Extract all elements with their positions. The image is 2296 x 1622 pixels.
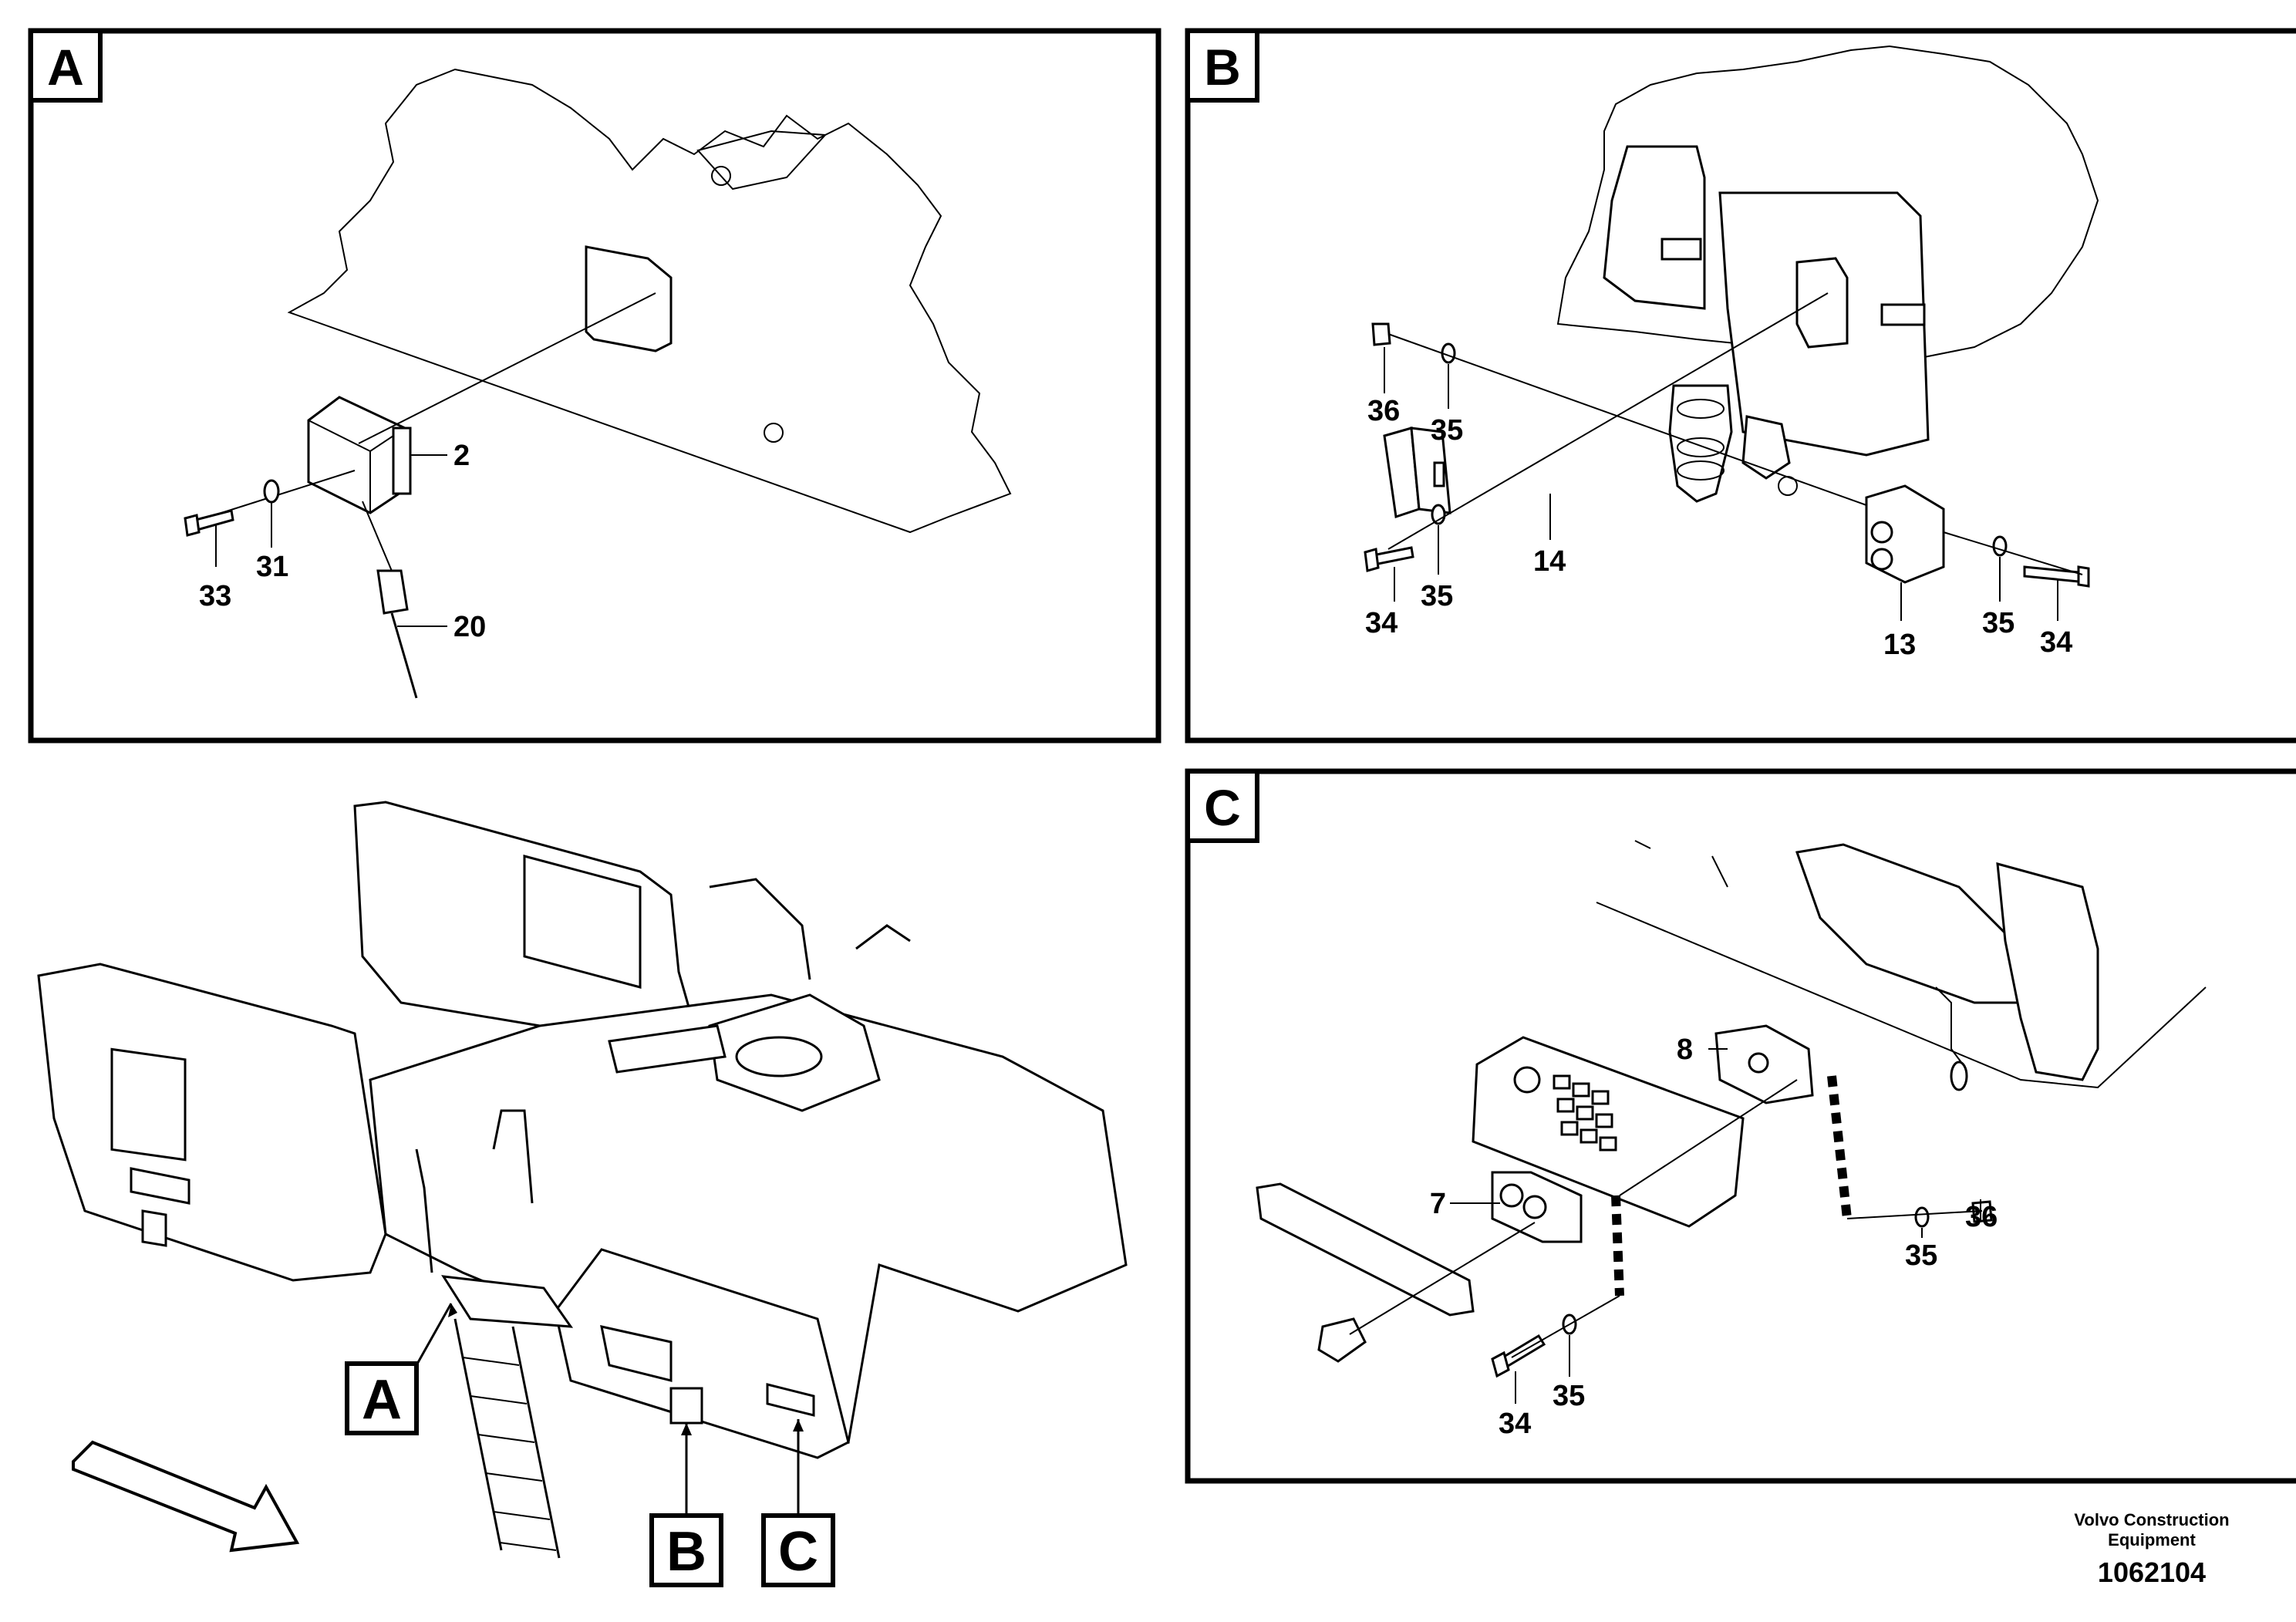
direction-arrow: [72, 1440, 300, 1553]
panel-c-tag-box: [1185, 769, 1259, 843]
panel-b-fitting: [1741, 415, 1791, 480]
overview-access-panel: [608, 1024, 727, 1074]
panel-b-door-left: [1603, 145, 1706, 310]
overview-tag-box-b: [649, 1513, 723, 1587]
callout-8: 8: [1677, 1034, 1693, 1066]
overview-switch-panel: [766, 1383, 815, 1417]
callout-35-a: 35: [1431, 414, 1463, 447]
panel-a-mounting-plate: [585, 245, 673, 352]
callout-34-b: 34: [2040, 626, 2072, 659]
part-36-nut: [1371, 322, 1391, 346]
callout-36-c: 36: [1965, 1201, 1998, 1233]
part-35-washer-c1: [1914, 1206, 1930, 1228]
callout-20: 20: [453, 611, 486, 643]
panel-c-cover-plate: [1256, 1182, 1475, 1317]
panel-b-tag-box: [1185, 29, 1259, 103]
callout-31: 31: [256, 551, 288, 583]
footer-organization: Volvo Construction Equipment: [2074, 1510, 2230, 1549]
overview-rear-switch-panel: [130, 1167, 190, 1205]
overview-tag-a: A: [362, 1369, 402, 1431]
panel-a-surface: [287, 68, 1012, 534]
overview-tag-c: C: [778, 1521, 818, 1583]
panel-c-knob: [1317, 1317, 1367, 1363]
callout-35-b: 35: [1421, 580, 1453, 612]
callout-35-c: 35: [1982, 607, 2014, 639]
panel-c-lanyard: [1935, 986, 1964, 1065]
panel-a-assembly-line-3: [362, 501, 394, 575]
overview-connector: [669, 1387, 703, 1425]
callout-13: 13: [1883, 629, 1916, 661]
panel-a-tag: A: [47, 39, 84, 96]
panel-b-assembly-line-2: [1387, 292, 1829, 550]
panel-a-tag-box: [29, 29, 103, 103]
panel-b-assembly-line-3: [1943, 531, 2083, 575]
part-20-connector: [376, 569, 409, 615]
detail-panel-b: B: [1185, 28, 2296, 744]
overview-leader-a: [415, 1303, 453, 1366]
overview-ladder-handles: [415, 1109, 534, 1273]
panel-b-assembly-line-1: [1387, 333, 1867, 506]
callout-14: 14: [1533, 545, 1566, 578]
part-31-washer: [263, 479, 280, 504]
panel-b-bracket: [1795, 257, 1849, 349]
overview-tag-box-c: [761, 1513, 835, 1587]
panel-b-hose-assembly: [1668, 384, 1733, 503]
overview-fill-cap: [735, 1036, 823, 1077]
callout-7: 7: [1430, 1188, 1446, 1220]
callout-33: 33: [199, 580, 231, 612]
panel-c-control-panel: [1472, 1036, 1745, 1228]
part-20-cable: [390, 612, 418, 699]
overview-side-cover: [600, 1325, 673, 1382]
part-35-washer-c: [1992, 535, 2008, 557]
machine-overview: A B C: [37, 801, 1128, 1587]
panel-a-frame: [28, 28, 1161, 744]
overview-back-opening: [523, 855, 642, 989]
callout-2: 2: [453, 440, 470, 472]
overview-rear-window: [110, 1047, 187, 1162]
panel-a-bracket-hole: [711, 166, 731, 186]
footer-document-number: 1062104: [2097, 1556, 2207, 1588]
panel-c-background-lines: [1596, 840, 2207, 1089]
panel-b-handle-left: [1660, 238, 1702, 261]
panel-c-cable-dashed-1: [1827, 1075, 1852, 1219]
callout-36: 36: [1367, 395, 1400, 427]
detail-panel-c: C: [1185, 768, 2296, 1484]
panel-b-handle-right: [1880, 303, 1926, 326]
panel-a-assembly-line-1: [358, 292, 656, 444]
overview-tag-box-a: [345, 1361, 419, 1435]
panel-c-side-post: [1996, 862, 2099, 1081]
overview-ladder-rungs: [462, 1357, 557, 1551]
detail-panel-a: A 2 33 31 20: [28, 28, 1161, 744]
callout-34-c: 34: [1499, 1408, 1531, 1440]
panel-b-tag: B: [1204, 39, 1241, 96]
callout-35-c-left: 35: [1553, 1380, 1585, 1412]
overview-tag-b: B: [666, 1521, 706, 1583]
overview-handrail: [709, 878, 811, 980]
panel-c-cable-dashed-2: [1611, 1195, 1624, 1297]
callout-34-a: 34: [1365, 607, 1397, 639]
callout-35-c-right: 35: [1905, 1239, 1937, 1272]
part-2-flange: [392, 427, 412, 495]
overview-step: [441, 1275, 574, 1328]
overview-rear-plate: [37, 963, 387, 1282]
part-35-washer-b: [1431, 504, 1446, 525]
panel-c-tag: C: [1204, 779, 1241, 836]
panel-a-surface-hole: [764, 423, 784, 443]
